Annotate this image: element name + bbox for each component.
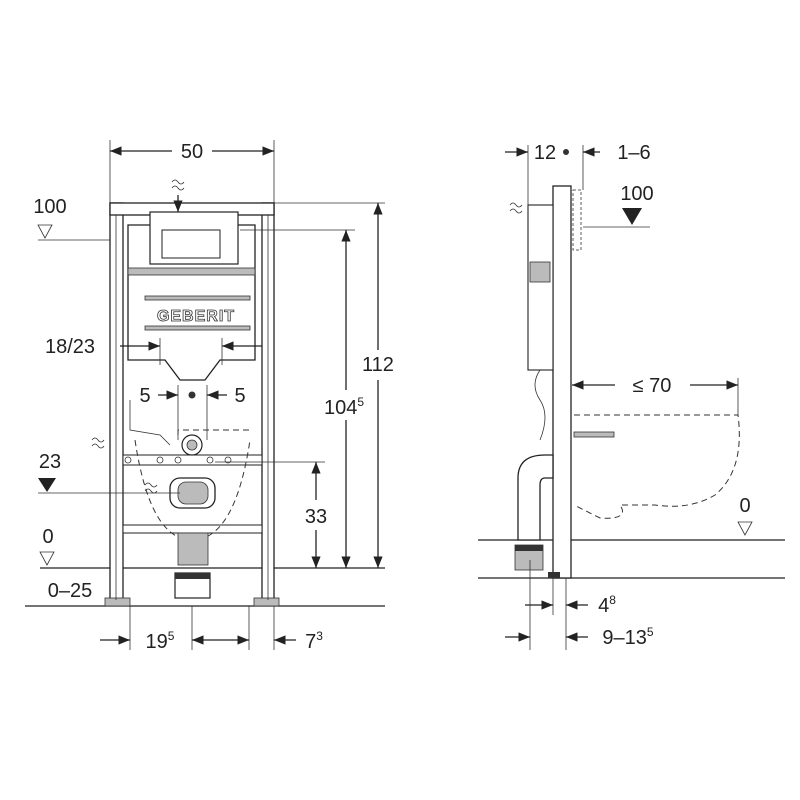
bowl-depth-dimension: ≤ 70 bbox=[633, 375, 672, 397]
side-frame bbox=[527, 185, 615, 579]
inlet-spacing-dimension: 18/23 bbox=[45, 336, 95, 358]
outlet-level-label: 23 bbox=[39, 451, 61, 473]
connection-points bbox=[124, 400, 232, 464]
offset-left-dimension: 5 bbox=[139, 385, 150, 407]
water-supply-icon bbox=[91, 437, 105, 449]
bowl-outline bbox=[573, 414, 740, 519]
level-marker-icon bbox=[737, 521, 753, 536]
floor-level-label: 0 bbox=[42, 526, 53, 548]
outlet-height-dimension: 33 bbox=[305, 506, 327, 528]
wall-range-dimension: 1–6 bbox=[617, 142, 650, 164]
level-marker-icon bbox=[37, 224, 53, 239]
side-drain-pipe bbox=[514, 454, 554, 571]
depth-dimension: 12 bbox=[534, 142, 556, 164]
water-supply-icon bbox=[509, 202, 523, 214]
mounting-frame bbox=[104, 202, 280, 607]
level-marker-icon bbox=[39, 551, 55, 566]
width-dimension: 50 bbox=[181, 141, 203, 163]
top-level-label: 100 bbox=[620, 183, 653, 205]
geberit-logo: GEBERIT bbox=[157, 308, 235, 325]
floor-level-label: 0 bbox=[739, 495, 750, 517]
cistern: GEBERIT bbox=[127, 211, 256, 381]
level-marker-filled-icon bbox=[622, 208, 642, 225]
adjust-range-label: 0–25 bbox=[48, 580, 93, 602]
drain-icon bbox=[144, 482, 158, 494]
foot-offset-dimension: 73 bbox=[305, 629, 323, 653]
side-view: 12 1–6 100 ≤ 70 0 48 9–135 bbox=[478, 142, 785, 650]
wall-distance-dimension: 9–135 bbox=[602, 625, 654, 649]
top-level-label: 100 bbox=[33, 196, 66, 218]
offset-right-dimension: 5 bbox=[234, 385, 245, 407]
total-height-dimension: 112 bbox=[362, 354, 394, 376]
outlet-pipe bbox=[169, 391, 216, 599]
front-view: GEBERIT 50 100 bbox=[25, 140, 394, 653]
level-marker-filled-icon bbox=[38, 478, 56, 492]
frame-height-dimension: 1045 bbox=[324, 395, 364, 419]
water-supply-icon bbox=[171, 179, 185, 191]
foot-spacing-dimension: 195 bbox=[146, 629, 175, 653]
frame-offset-dimension: 48 bbox=[598, 593, 616, 617]
